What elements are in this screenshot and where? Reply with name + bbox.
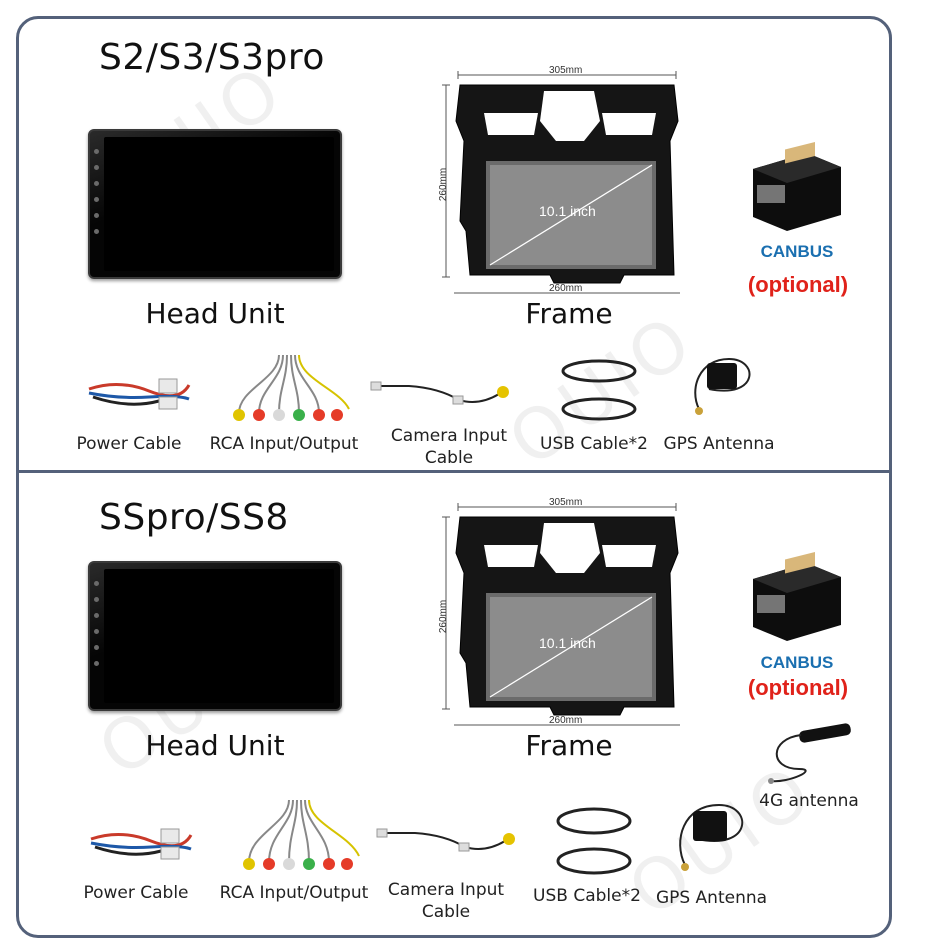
accessory-label: Power Cable (83, 883, 189, 903)
section-divider (19, 470, 889, 473)
head-unit-label: Head Unit (145, 729, 285, 762)
gps-antenna-image (679, 349, 769, 429)
frame-height-dim: 260mm (438, 599, 450, 634)
rca-cable-image (219, 349, 359, 424)
accessory-label: USB Cable*2 (540, 434, 648, 454)
frame-label: Frame (525, 729, 613, 762)
optional-label: (optional) (747, 675, 849, 700)
accessory-label: Camera Input Cable (390, 426, 508, 468)
power-cable-image (79, 369, 199, 419)
4g-antenna-image (759, 719, 859, 789)
frame-bottom-dim: 260mm (549, 283, 583, 294)
usb-cable-image (554, 351, 644, 431)
canbus-box-image (747, 549, 847, 644)
screen-size-label: 10.1 inch (539, 635, 596, 651)
section-title: S2/S3/S3pro (99, 37, 325, 78)
accessory-label: GPS Antenna (655, 888, 768, 908)
accessory-label: Camera Input Cable (387, 880, 505, 922)
camera-cable-image (369, 374, 519, 414)
head-unit-image (88, 129, 342, 279)
frame-width-dim: 305mm (549, 497, 583, 508)
package-card: OUIO OUIO OUIO OUIO S2/S3/S3pro Head Uni… (16, 16, 892, 938)
optional-label: (optional) (747, 272, 849, 297)
gps-antenna-image (663, 795, 763, 885)
frame-height-dim: 260mm (438, 167, 450, 202)
usb-cable-image (549, 799, 639, 884)
canbus-label: CANBUS (760, 242, 834, 261)
rca-cable-image (229, 794, 369, 874)
4g-antenna-label: 4G antenna (759, 791, 859, 811)
frame-bottom-dim: 260mm (549, 715, 583, 726)
accessory-label: RCA Input/Output (219, 883, 369, 903)
accessory-label: USB Cable*2 (533, 886, 641, 906)
camera-cable-image (375, 821, 525, 861)
canbus-box-image (747, 139, 847, 234)
accessory-label: Power Cable (76, 434, 182, 454)
frame-image (434, 493, 704, 733)
frame-label: Frame (525, 297, 613, 330)
head-unit-image (88, 561, 342, 711)
accessory-label: GPS Antenna (663, 434, 775, 454)
canbus-label: CANBUS (760, 653, 834, 672)
head-unit-label: Head Unit (145, 297, 285, 330)
power-cable-image (81, 819, 201, 869)
frame-width-dim: 305mm (549, 65, 583, 76)
section-title: SSpro/SS8 (99, 497, 289, 538)
screen-size-label: 10.1 inch (539, 203, 596, 219)
accessory-label: RCA Input/Output (209, 434, 359, 454)
frame-image (434, 61, 704, 301)
